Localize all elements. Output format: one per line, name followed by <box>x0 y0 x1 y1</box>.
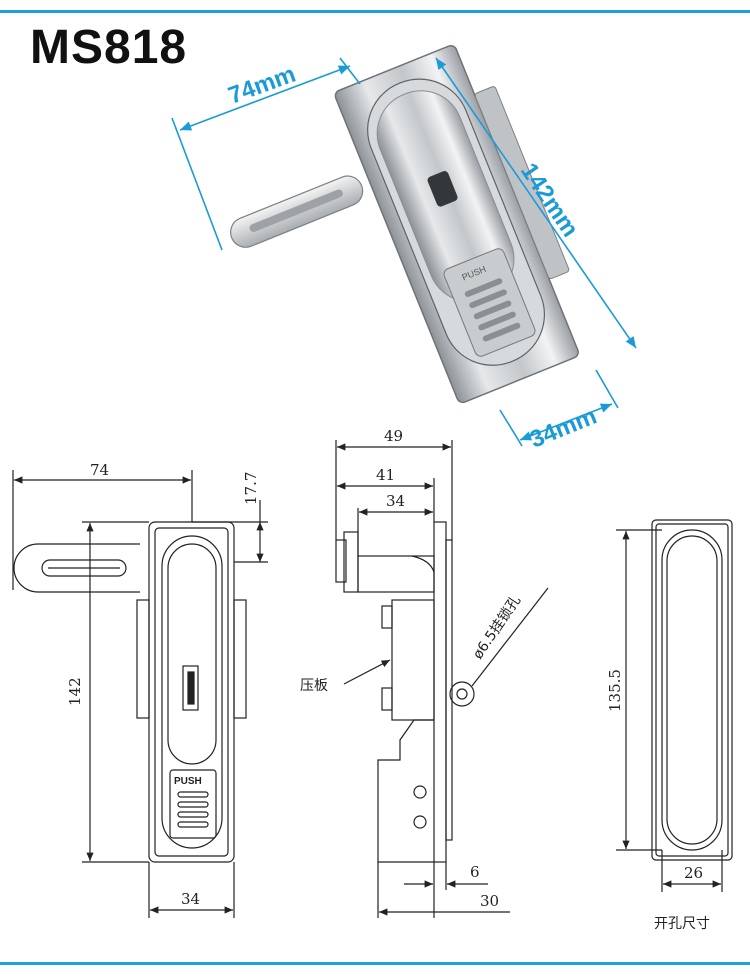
dim-142-label: 142 <box>66 677 84 706</box>
model-title: MS818 <box>30 21 188 74</box>
pressure-plate-label: 压板 <box>300 678 328 694</box>
cutout-view <box>616 519 733 892</box>
dim-34-side-label: 34 <box>386 492 405 510</box>
dim-74-label: 74 <box>90 461 109 479</box>
dim-49-label: 49 <box>384 427 403 445</box>
side-view <box>335 440 549 918</box>
photo-depth-label: 34mm <box>526 403 600 454</box>
photo-width-label: 74mm <box>225 61 299 110</box>
front-view: PUSH <box>12 470 268 918</box>
bottom-accent-rule <box>0 962 750 965</box>
product-photo: PUSH 74mm 142mm 34mm <box>171 44 637 454</box>
cutout-caption: 开孔尺寸 <box>654 916 710 932</box>
photo-depth-dimension <box>519 403 613 441</box>
dim-30-label: 30 <box>480 892 499 910</box>
dim-26-label: 26 <box>684 864 703 882</box>
photo-width-dimension <box>179 65 351 131</box>
push-label: PUSH <box>174 776 202 787</box>
top-accent-rule <box>0 10 750 13</box>
dim-34-bottom-label: 34 <box>181 890 200 908</box>
photo-width-ext-left <box>171 117 223 251</box>
dim-17-7-label: 17.7 <box>242 472 260 505</box>
dim-135-5-label: 135.5 <box>606 669 624 712</box>
dim-6-label: 6 <box>470 863 480 881</box>
padlock-hole-note: ø6.5挂锁孔 <box>470 593 524 662</box>
photo-length-dimension <box>435 57 637 349</box>
dim-41-label: 41 <box>376 466 395 484</box>
